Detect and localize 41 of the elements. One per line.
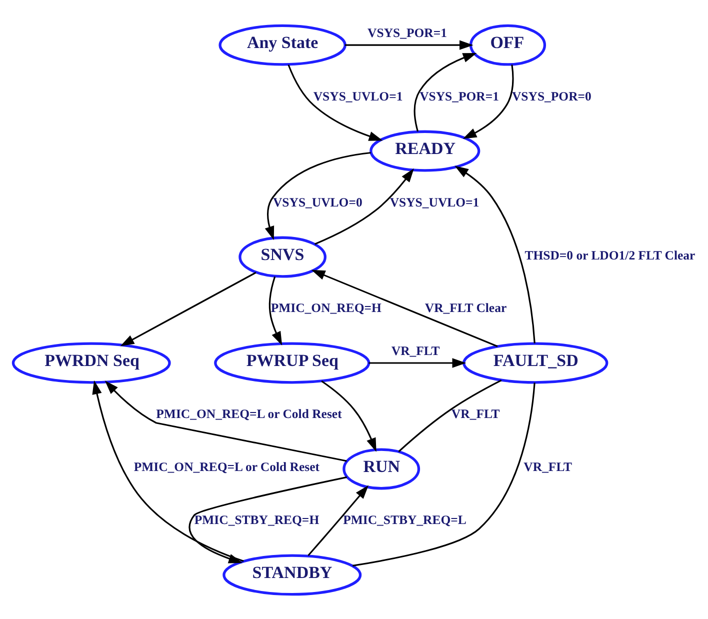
edge-label: VSYS_POR=1 [419, 88, 499, 103]
arrow [413, 52, 476, 132]
arrow [104, 380, 346, 462]
arrow [307, 484, 368, 556]
node-ellipse: Any State [218, 24, 346, 66]
edge-label: VR_FLT [450, 406, 500, 421]
arrow [368, 358, 466, 368]
edge-label: PMIC_STBY_REQ=H [194, 512, 319, 527]
arrow [314, 168, 414, 244]
node-ellipse: SNVS [238, 236, 326, 278]
arrow [287, 64, 382, 140]
connector [352, 382, 535, 566]
edge-label: PMIC_ON_REQ=L or Cold Reset [156, 406, 342, 421]
edge-label: VSYS_UVLO=1 [312, 88, 402, 103]
edge-label: VSYS_POR=1 [367, 26, 446, 40]
arrow [268, 276, 282, 345]
arrow [310, 269, 498, 347]
arrow [320, 380, 376, 452]
connector [398, 379, 502, 452]
edge-label: VR_FLT [390, 344, 440, 358]
edge-label: VSYS_UVLO=0 [272, 194, 362, 209]
node-ellipse: READY [369, 130, 480, 172]
node-ellipse: PWRUP Seq [214, 342, 370, 384]
edge-label: VR_FLT Clear [424, 300, 506, 315]
edge-label: VSYS_UVLO=1 [389, 194, 479, 209]
arrow [264, 151, 370, 240]
arrow [454, 165, 535, 343]
edge-label: PMIC_STBY_REQ=L [342, 512, 466, 527]
arrow [92, 380, 244, 562]
edge-label: VSYS_POR=0 [511, 88, 591, 103]
edge-label: PMIC_ON_REQ=L or Cold Reset [133, 460, 320, 474]
edge-label: VR_FLT [523, 460, 572, 474]
arrow [462, 64, 514, 138]
node-ellipse: RUN [342, 448, 420, 490]
edge-label: PMIC_ON_REQ=H [270, 300, 381, 315]
node-ellipse: PWRDN Seq [11, 342, 170, 384]
node-ellipse: OFF [468, 24, 546, 66]
node-ellipse: FAULT_SD [462, 342, 608, 384]
arrow [120, 271, 256, 346]
edge-label: THSD=0 or LDO1/2 FLT Clear [524, 248, 695, 262]
arrow [344, 40, 473, 50]
